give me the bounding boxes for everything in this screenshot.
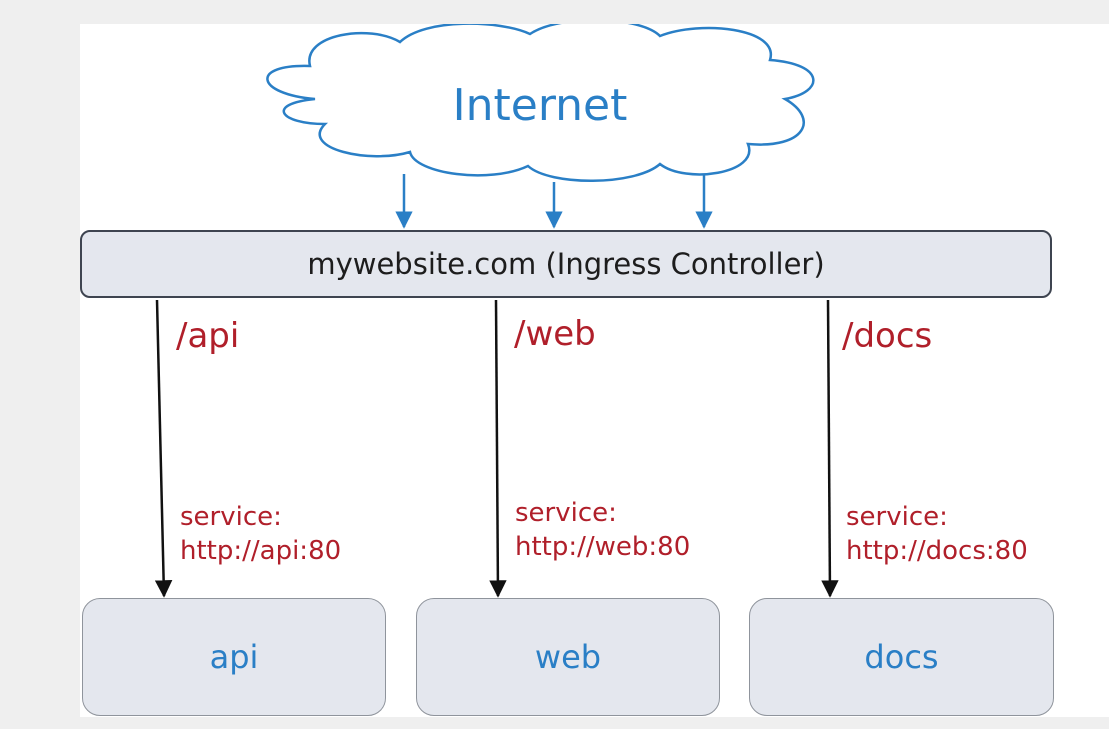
route-service-web: service: http://web:80: [515, 496, 690, 564]
route-service-prefix-docs: service:: [846, 502, 948, 532]
service-label-docs: docs: [864, 638, 939, 676]
service-box-docs: docs: [749, 598, 1054, 716]
route-path-web: /web: [514, 314, 596, 354]
route-service-url-docs: http://docs:80: [846, 536, 1028, 566]
service-label-web: web: [534, 638, 602, 676]
internet-label: Internet: [452, 80, 628, 131]
ingress-controller-label: mywebsite.com (Ingress Controller): [307, 247, 825, 281]
service-box-api: api: [82, 598, 386, 716]
route-service-prefix-web: service:: [515, 498, 617, 528]
route-arrow-docs: [821, 299, 839, 598]
service-label-api: api: [209, 638, 259, 676]
route-arrow-api: [154, 299, 173, 598]
internet-cloud-shape: [266, 24, 815, 182]
route-service-docs: service: http://docs:80: [846, 500, 1028, 568]
route-service-url-api: http://api:80: [180, 536, 342, 566]
route-path-docs: /docs: [842, 316, 933, 356]
service-box-web: web: [416, 598, 720, 716]
ingress-controller-box: mywebsite.com (Ingress Controller): [80, 230, 1052, 298]
route-service-prefix-api: service:: [180, 502, 282, 532]
route-service-api: service: http://api:80: [180, 500, 341, 568]
diagram-svg: [154, 24, 839, 598]
route-arrow-web: [489, 299, 507, 598]
route-path-api: /api: [176, 316, 240, 356]
diagram-canvas: Internet mywebsite.com (Ingress Controll…: [80, 24, 1109, 717]
route-service-url-web: http://web:80: [515, 532, 691, 562]
